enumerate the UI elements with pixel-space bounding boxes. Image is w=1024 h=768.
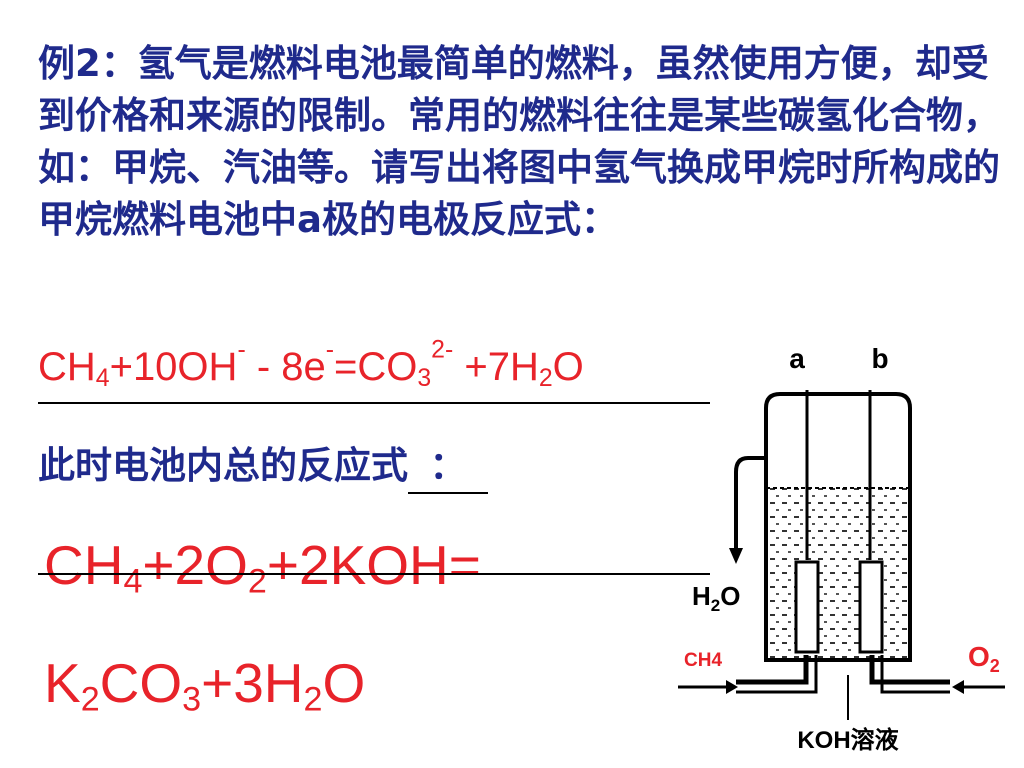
label-o2: O2 (968, 641, 1000, 676)
koh-solution (768, 488, 908, 658)
fuel-cell-diagram: a b H2O CH4 O2 KOH溶液 (678, 343, 1005, 754)
water-outlet-pipe (734, 456, 766, 548)
ch4-inlet-arrow (726, 680, 738, 694)
electrode-a (794, 560, 820, 654)
o2-inlet-arrow (952, 680, 964, 694)
total-equation-line1: CH4+2O2+2KOH= (44, 534, 481, 601)
question-text: 例2：氢气是燃料电池最简单的燃料，虽然使用方便，却受到价格和来源的限制。常用的燃… (38, 42, 1000, 241)
label-h2o: H2O (692, 581, 740, 615)
label-koh: KOH溶液 (797, 726, 898, 754)
question2-text: 此时电池内总的反应式： (38, 440, 488, 494)
answer-blank: ： (408, 440, 488, 494)
water-outlet-arrow (729, 548, 743, 564)
label-b: b (871, 343, 888, 374)
answer-underline-2 (38, 573, 710, 575)
answer-underline-1 (38, 402, 710, 404)
electrode-b (858, 560, 884, 654)
label-ch4: CH4 (684, 650, 722, 671)
label-a: a (789, 343, 805, 374)
total-equation-line2: K2CO3+3H2O (44, 652, 366, 719)
electrode-equation: CH4+10OH- - 8e-=CO32- +7H2O (38, 336, 584, 393)
